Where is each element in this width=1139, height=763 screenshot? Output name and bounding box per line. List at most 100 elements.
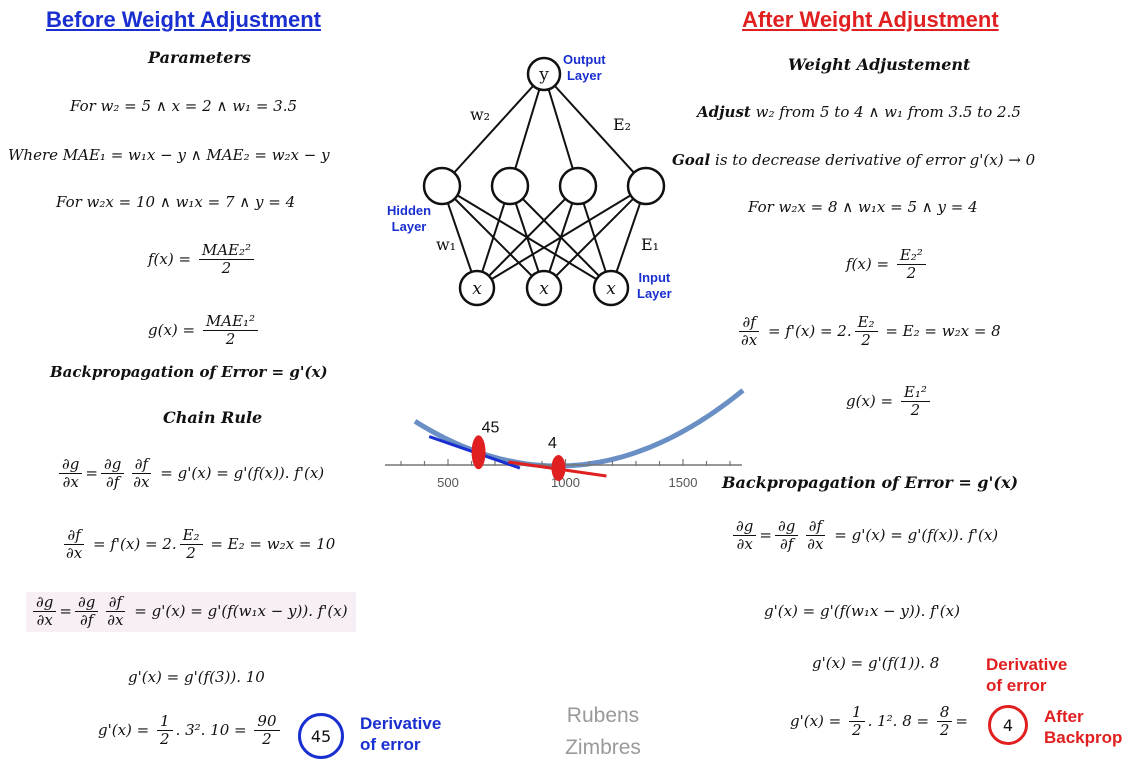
adjust-bold: Adjust	[697, 103, 751, 121]
goal-bold: Goal	[672, 151, 710, 169]
input-layer-label: Input Layer	[637, 270, 672, 301]
input-node-label: x	[539, 279, 549, 299]
final-den: 2	[937, 722, 953, 739]
final-lhs: g'(x) =	[98, 721, 149, 739]
gx-lhs: g(x) =	[148, 321, 195, 339]
fx-numerator: MAE₂²	[199, 242, 254, 260]
final-num: 8	[937, 704, 953, 722]
after-label-line-1: After	[1044, 706, 1122, 727]
two: 2	[183, 545, 199, 562]
df: ∂f	[132, 456, 151, 474]
goal-text: is to decrease derivative of error g'(x)…	[715, 151, 1035, 169]
hidden-node	[492, 168, 528, 204]
df: ∂f	[777, 536, 796, 553]
left-backprop: Backpropagation of Error = g'(x)	[50, 363, 328, 381]
df: ∂f	[77, 612, 96, 629]
input-node-label: x	[472, 279, 482, 299]
chain-2-rhs: = f'(x) = 2.	[93, 535, 177, 553]
before-point-label: 45	[482, 419, 500, 436]
df: ∂f	[739, 314, 758, 332]
adjust-text: w₂ from 5 to 4 ∧ w₁ from 3.5 to 2.5	[756, 103, 1021, 121]
fx-numerator: E₂²	[897, 247, 926, 265]
output-layer-label: Output Layer	[563, 52, 606, 83]
e2: E₂	[180, 527, 203, 545]
author-watermark: Rubens Zimbres	[548, 700, 658, 763]
fx-lhs: f(x) =	[148, 250, 191, 268]
final-den: 2	[259, 731, 275, 748]
half-num: 1	[157, 713, 173, 731]
after-point-marker	[551, 455, 565, 481]
before-derivative-label: Derivative of error	[360, 713, 441, 756]
hidden-layer-line-2: Layer	[387, 219, 431, 235]
chain-1-rhs: = g'(x) = g'(f(x)). f'(x)	[160, 464, 324, 482]
after-backprop-label: After Backprop	[1044, 706, 1122, 749]
half-den: 2	[157, 731, 173, 748]
after-result-circle: 4	[988, 705, 1028, 745]
gx-numerator: E₁²	[901, 384, 930, 402]
output-layer-line-2: Layer	[563, 68, 606, 84]
w2-label: w₂	[470, 105, 490, 124]
derivative-label-line-2: of error	[360, 734, 441, 755]
final-equals: =	[955, 712, 968, 730]
left-line-3: For w₂x = 10 ∧ w₁x = 7 ∧ y = 4	[56, 193, 295, 211]
after-label-line-2: Backprop	[1044, 727, 1122, 748]
derivative-label-line-1: Derivative	[360, 713, 441, 734]
df: ∂f	[64, 527, 83, 545]
dfdx-rhs: = f'(x) = 2.	[768, 322, 852, 340]
edge	[442, 74, 544, 186]
chain-rule-label: Chain Rule	[163, 408, 262, 427]
dg: ∂g	[33, 594, 56, 612]
after-heading: After Weight Adjustment	[742, 7, 999, 33]
derivative-label-line-2: of error	[986, 675, 1067, 696]
two: 2	[858, 332, 874, 349]
dx: ∂x	[34, 612, 56, 629]
dfdx-tail: = E₂ = w₂x = 8	[885, 322, 1000, 340]
chain-2-tail: = E₂ = w₂x = 10	[210, 535, 335, 553]
hidden-layer-line-1: Hidden	[387, 203, 431, 219]
right-line-3: For w₂x = 8 ∧ w₁x = 5 ∧ y = 4	[748, 198, 978, 216]
half-den: 2	[849, 722, 865, 739]
left-line-2: Where MAE₁ = w₁x − y ∧ MAE₂ = w₂x − y	[8, 146, 330, 164]
hidden-layer-label: Hidden Layer	[387, 203, 431, 234]
left-gprime-1: g'(x) = g'(f(3)). 10	[128, 668, 265, 686]
before-point-marker	[472, 435, 486, 469]
before-result-circle: 45	[298, 713, 344, 759]
hidden-node	[424, 168, 460, 204]
gx-numerator: MAE₁²	[203, 313, 258, 331]
dg: ∂g	[59, 456, 82, 474]
before-heading: Before Weight Adjustment	[46, 7, 321, 33]
dx: ∂x	[104, 612, 126, 629]
final-lhs: g'(x) =	[790, 712, 841, 730]
chain-1-rhs: = g'(x) = g'(f(x)). f'(x)	[834, 526, 998, 544]
dg: ∂g	[733, 518, 756, 536]
left-line-1: For w₂ = 5 ∧ x = 2 ∧ w₁ = 3.5	[70, 97, 297, 115]
output-node-label: y	[538, 65, 549, 85]
right-goal-line: Goal is to decrease derivative of error …	[672, 151, 1035, 169]
parameters-label: Parameters	[148, 48, 251, 67]
fx-denominator: 2	[219, 260, 235, 277]
half-num: 1	[849, 704, 865, 722]
e1-label: E₁	[641, 235, 659, 254]
after-derivative-label: Derivative of error	[986, 654, 1067, 697]
dx: ∂x	[738, 332, 760, 349]
fx-lhs: f(x) =	[846, 255, 889, 273]
right-adjust-line: Adjust w₂ from 5 to 4 ∧ w₁ from 3.5 to 2…	[697, 103, 1021, 121]
hidden-node	[628, 168, 664, 204]
w1-label: w₁	[436, 235, 456, 254]
e2: E₂	[855, 314, 878, 332]
dx: ∂x	[804, 536, 826, 553]
error-curve	[415, 390, 743, 466]
dx: ∂x	[130, 474, 152, 491]
input-node-label: x	[606, 279, 616, 299]
right-chain-2: g'(x) = g'(f(w₁x − y)). f'(x)	[764, 602, 960, 620]
left-chain-3: ∂g∂x=∂g∂f∂f∂x = g'(x) = g'(f(w₁x − y)). …	[26, 592, 356, 632]
left-chain-1: ∂g∂x=∂g∂f∂f∂x = g'(x) = g'(f(x)). f'(x)	[56, 456, 324, 492]
input-layer-line-1: Input	[637, 270, 672, 286]
